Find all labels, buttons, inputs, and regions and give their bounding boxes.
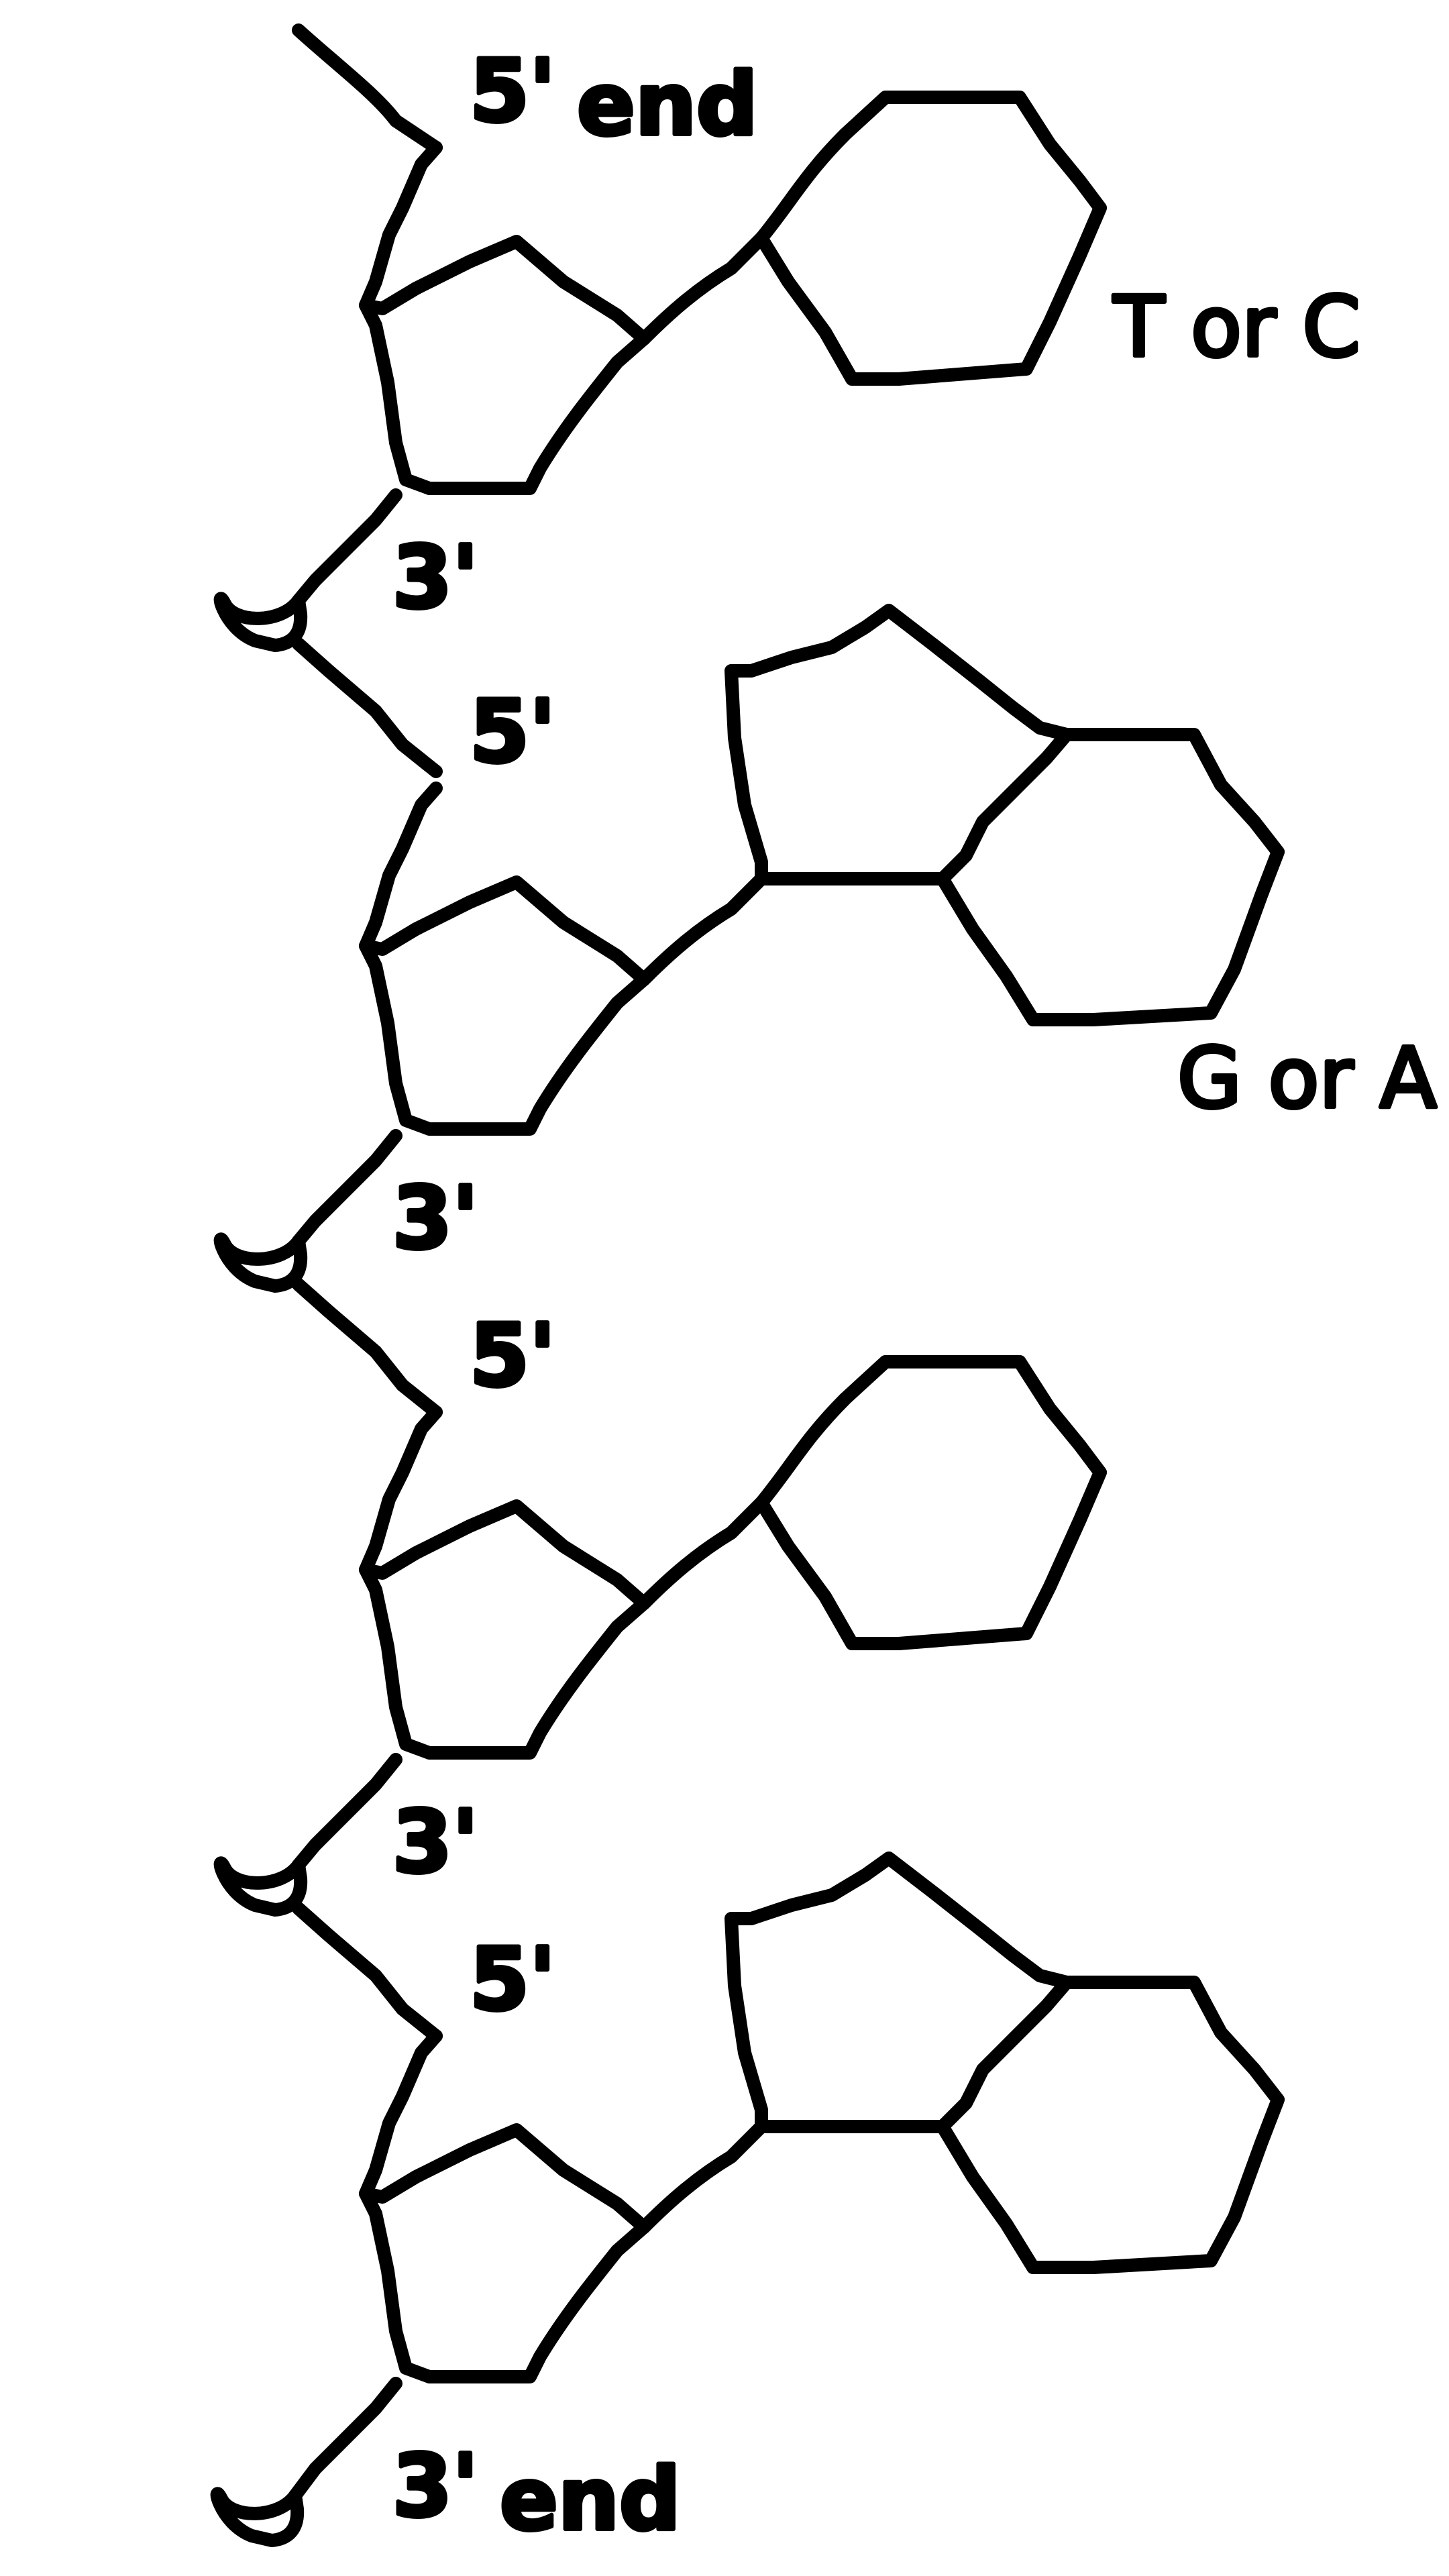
purine-five-ring [724,1851,1073,2133]
three-prime-tail-line [288,2377,402,2502]
nucleotide-3 [292,1355,1107,1872]
base-label-pyrimidine: T or C [1113,279,1360,376]
sugar-ring [359,2123,651,2383]
purine-five-ring [724,604,1073,885]
sugar-ring [359,235,651,495]
pyrimidine-ring [755,1355,1107,1650]
three-prime-label: 3' [392,1792,478,1892]
phosphodiester-link [292,1129,402,1248]
oxygen-ring-3 [213,1856,308,1917]
c5-prime-bond [359,2029,443,2200]
purine-six-ring [936,1976,1285,2274]
c5-prime-bond [359,1405,443,1576]
three-prime-end-label: 3' [392,2436,478,2536]
five-prime-end-label: 5' [470,42,555,142]
five-prime-tail-line [292,23,443,154]
nucleotide-4 [288,1851,1285,2502]
oxygen-ring-1 [213,592,308,652]
three-prime-end-suffix: end [500,2450,681,2550]
glycosidic-bond [637,1496,768,1610]
phosphodiester-link [292,1278,443,1419]
oxygen-ring-end [210,2487,305,2547]
base-label-purine: G or A [1177,1030,1437,1127]
sugar-ring [359,875,651,1136]
five-prime-label: 5' [470,1306,555,1406]
nucleotide-1 [292,91,1107,607]
phosphodiester-link [292,1902,443,2043]
three-prime-label: 3' [392,1169,478,1269]
sugar-ring [359,1499,651,1760]
five-prime-label: 5' [470,1930,555,2030]
three-prime-label: 3' [392,528,478,628]
c5-prime-bond [359,141,443,312]
phosphodiester-link [292,488,402,607]
purine-six-ring [936,728,1285,1026]
oxygen-ring-2 [213,1232,308,1293]
phosphodiester-link [292,637,443,778]
five-prime-label: 5' [470,682,555,782]
glycosidic-bond [637,872,768,986]
glycosidic-bond [637,2120,768,2234]
pyrimidine-ring [755,91,1107,386]
phosphodiester-link [292,1753,402,1872]
five-prime-end-suffix: end [577,55,758,155]
glycosidic-bond [637,231,768,345]
c5-prime-bond [359,782,443,953]
nucleotide-2 [292,604,1285,1248]
